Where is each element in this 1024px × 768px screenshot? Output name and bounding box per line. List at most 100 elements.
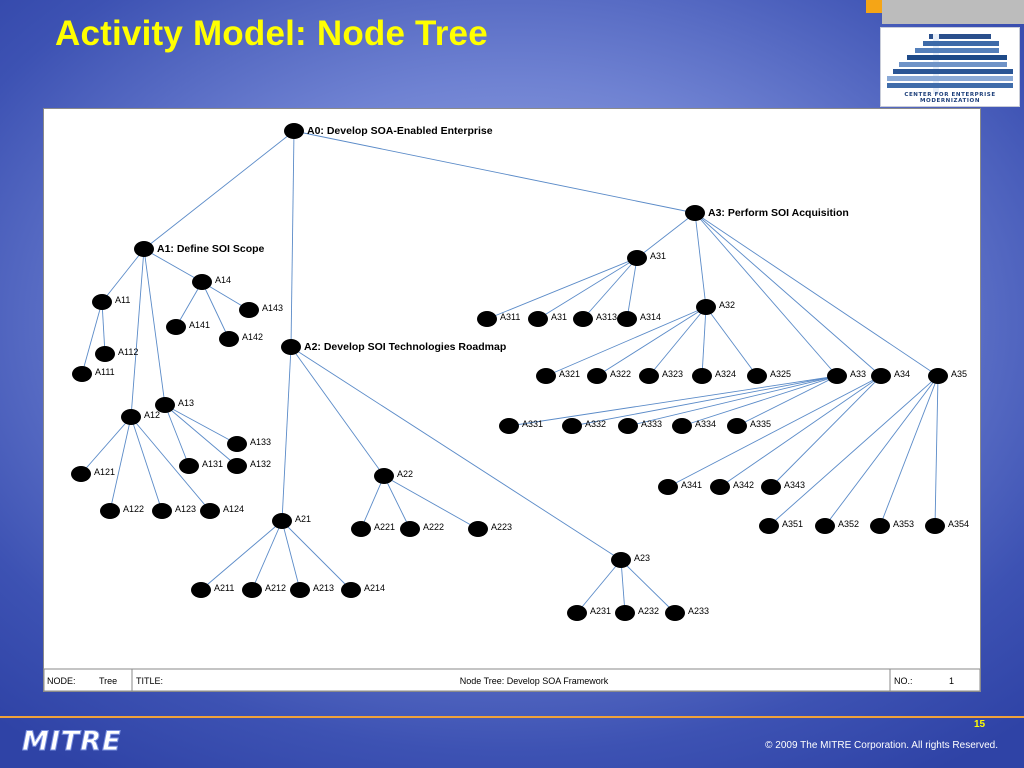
node-marker [374,468,394,484]
node-marker [272,513,292,529]
node-a332[interactable]: A332 [562,418,606,434]
node-a341[interactable]: A341 [658,479,702,495]
mitre-logo: MITRE [22,726,122,758]
node-marker [95,346,115,362]
node-a214[interactable]: A214 [341,582,385,598]
node-a31[interactable]: A31 [627,250,666,266]
node-a14[interactable]: A14 [192,274,231,290]
stairs-logo-icon [887,34,1013,94]
edge-a2-a22 [290,346,385,477]
node-a342[interactable]: A342 [710,479,754,495]
node-marker [400,521,420,537]
edge-a31-a314 [626,257,638,320]
node-marker [658,479,678,495]
node-a343[interactable]: A343 [761,479,805,495]
node-a12[interactable]: A12 [121,409,160,425]
node-marker [71,466,91,482]
node-a22[interactable]: A22 [374,468,413,484]
node-label: A213 [313,583,334,593]
node-a34[interactable]: A34 [871,368,910,384]
node-a313[interactable]: A313 [573,311,617,327]
node-a11[interactable]: A11 [92,294,130,310]
node-a312[interactable]: A31 [528,311,567,327]
edge-a12-a123 [130,416,163,512]
node-a223[interactable]: A223 [468,521,512,537]
node-a124[interactable]: A124 [200,503,244,519]
edge-a12-a122 [109,416,132,512]
node-a351[interactable]: A351 [759,518,803,534]
node-a221[interactable]: A221 [351,521,395,537]
node-a323[interactable]: A323 [639,368,683,384]
node-a232[interactable]: A232 [615,605,659,621]
node-a335[interactable]: A335 [727,418,771,434]
edge-a13-a133 [164,404,238,445]
node-a212[interactable]: A212 [242,582,286,598]
frame-title-label: TITLE: [136,676,163,686]
edge-a2-a23 [290,346,622,561]
edge-a2-a21 [281,346,292,522]
node-marker [477,311,497,327]
node-a13[interactable]: A13 [155,397,194,413]
node-marker [692,368,712,384]
node-marker [665,605,685,621]
node-a123[interactable]: A123 [152,503,196,519]
node-a122[interactable]: A122 [100,503,144,519]
edge-a22-a221 [360,475,385,530]
node-a133[interactable]: A133 [227,436,271,452]
node-a321[interactable]: A321 [536,368,580,384]
node-a132[interactable]: A132 [227,458,271,474]
node-a322[interactable]: A322 [587,368,631,384]
node-a354[interactable]: A354 [925,518,969,534]
node-label: A31 [650,251,666,261]
node-a311[interactable]: A311 [477,311,520,327]
node-label: A332 [585,419,606,429]
node-a353[interactable]: A353 [870,518,914,534]
node-a32[interactable]: A32 [696,299,735,315]
node-label: A143 [262,303,283,313]
tree-edges [80,130,939,614]
edge-a32-a321 [545,306,707,377]
node-a233[interactable]: A233 [665,605,709,621]
node-a33[interactable]: A33 [827,368,866,384]
node-a143[interactable]: A143 [239,302,283,318]
node-label: A341 [681,480,702,490]
edge-a12-a121 [80,416,132,475]
node-marker [239,302,259,318]
node-label: A322 [610,369,631,379]
node-marker [696,299,716,315]
node-a314[interactable]: A314 [617,311,661,327]
node-marker [747,368,767,384]
node-a131[interactable]: A131 [179,458,223,474]
node-a2[interactable]: A2: Develop SOI Technologies Roadmap [281,339,506,355]
edge-a0-a2 [290,130,295,348]
node-marker [567,605,587,621]
node-a142[interactable]: A142 [219,331,263,347]
node-a222[interactable]: A222 [400,521,444,537]
node-label: A33 [850,369,866,379]
node-a333[interactable]: A333 [618,418,662,434]
node-a121[interactable]: A121 [71,466,115,482]
node-a352[interactable]: A352 [815,518,859,534]
node-a21[interactable]: A21 [272,513,311,529]
node-a141[interactable]: A141 [166,319,210,335]
edge-a23-a231 [576,559,622,614]
node-a213[interactable]: A213 [290,582,334,598]
node-a331[interactable]: A331 [499,418,543,434]
node-label: A335 [750,419,771,429]
node-a111[interactable]: A111 [72,366,115,382]
node-a211[interactable]: A211 [191,582,234,598]
node-marker [179,458,199,474]
node-a334[interactable]: A334 [672,418,716,434]
node-a35[interactable]: A35 [928,368,967,384]
node-a325[interactable]: A325 [747,368,791,384]
node-a112[interactable]: A112 [95,346,138,362]
node-a3[interactable]: A3: Perform SOI Acquisition [685,205,849,221]
node-a324[interactable]: A324 [692,368,736,384]
node-a231[interactable]: A231 [567,605,611,621]
edge-a33-a335 [736,375,838,427]
node-a0[interactable]: A0: Develop SOA-Enabled Enterprise [284,123,493,139]
edge-a21-a214 [281,520,352,591]
edge-a31-a313 [582,257,638,320]
node-a1[interactable]: A1: Define SOI Scope [134,241,265,257]
node-a23[interactable]: A23 [611,552,650,568]
